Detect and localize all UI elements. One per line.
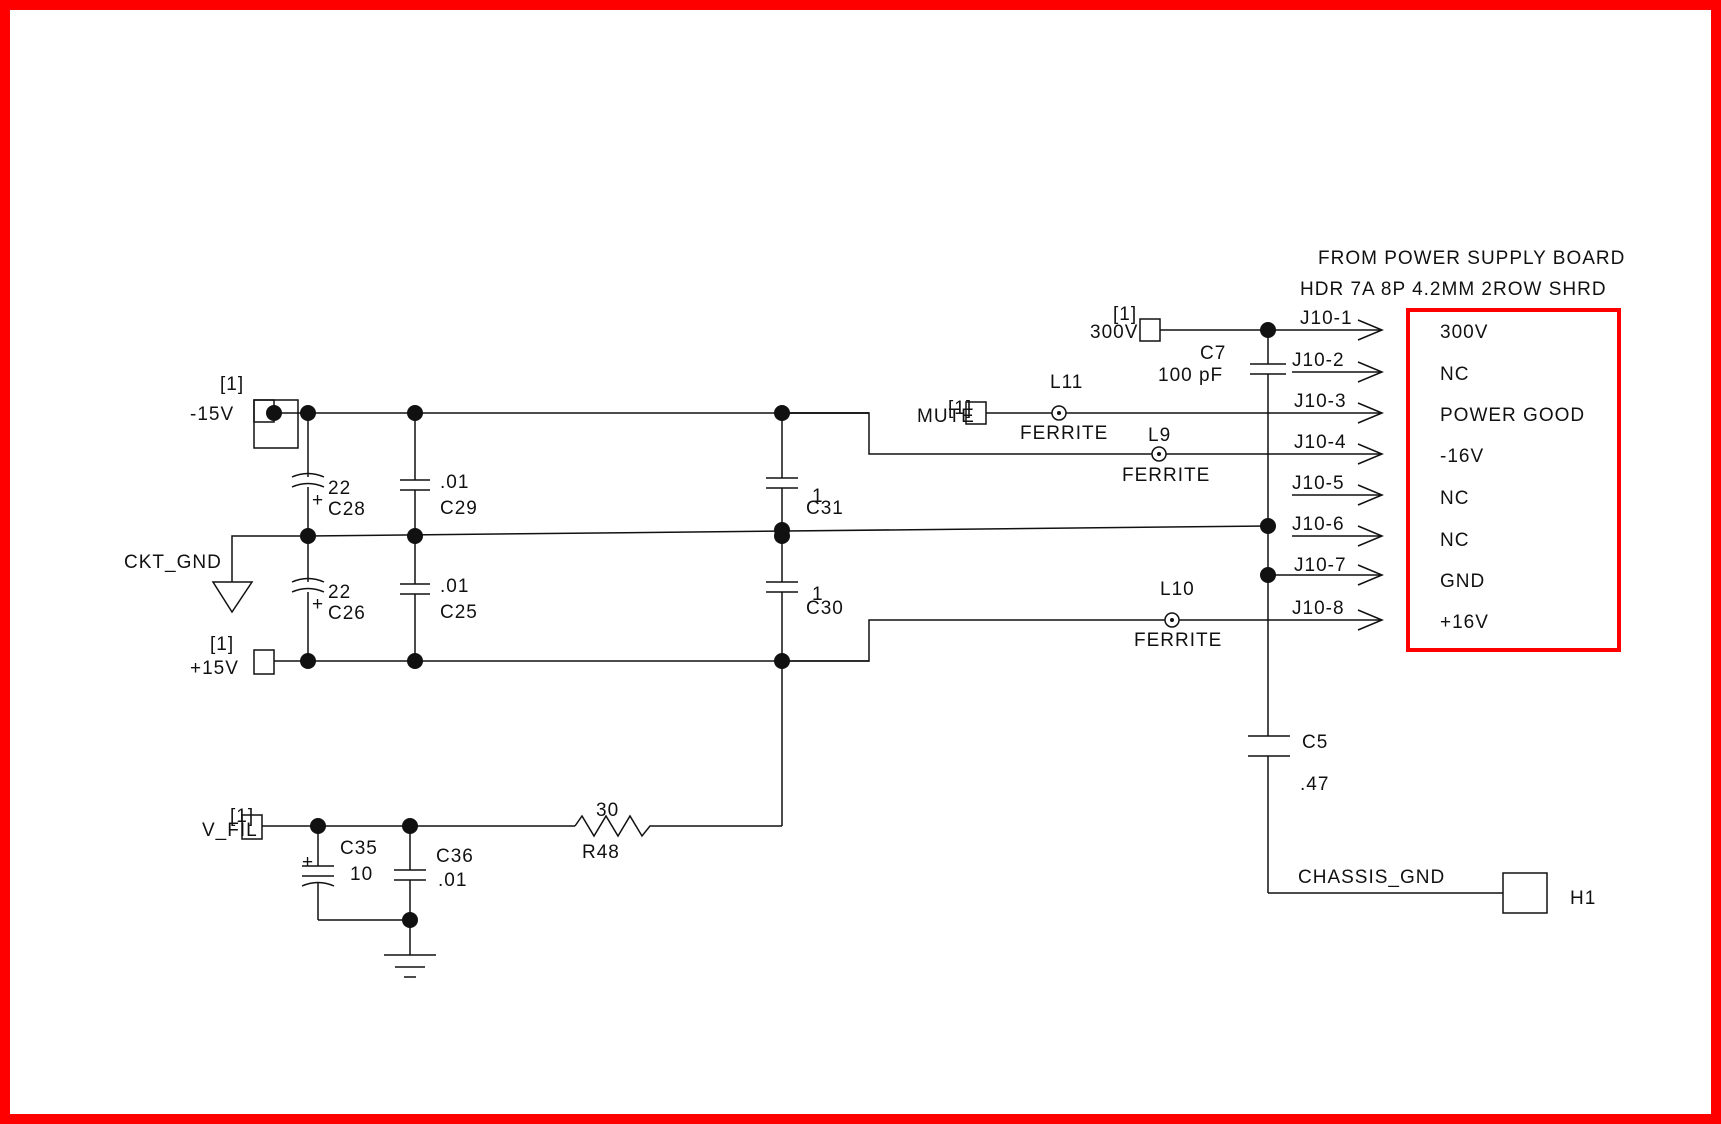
port-mute: [1] MUTE (917, 398, 1052, 427)
capacitor-c31: 1 C31 (766, 413, 844, 530)
capacitor-c30: 1 C30 (766, 536, 844, 826)
capacitor-c7: C7 100 pF (1158, 330, 1286, 528)
port-m15v-sheet: [1] (220, 374, 244, 395)
header-line-1: FROM POWER SUPPLY BOARD (1318, 248, 1625, 269)
pin-ref-8: J10-8 (1292, 598, 1345, 619)
pin-ref-6: J10-6 (1292, 514, 1345, 535)
l9-ref: L9 (1148, 425, 1171, 446)
pin-signal-3: POWER GOOD (1440, 405, 1585, 426)
port-vfil-label: V_FIL (202, 820, 258, 841)
c26-value: 22 (328, 582, 351, 603)
c30-value: 1 (812, 584, 824, 605)
c29-ref: C29 (440, 498, 478, 519)
rail-plus-15v: [1] +15V (190, 634, 869, 679)
c7-ref: C7 (1200, 343, 1226, 364)
c30-ref: C30 (806, 598, 844, 619)
c31-value: 1 (812, 486, 824, 507)
pin-signal-8: +16V (1440, 612, 1489, 633)
c35-polarity: + (302, 852, 314, 873)
port-p15v-label: +15V (190, 658, 239, 679)
pin-arrow-5 (1292, 484, 1384, 506)
pin-ref-7: J10-7 (1294, 555, 1347, 576)
port-mute-sheet: [1] (948, 398, 972, 419)
capacitor-c35: + C35 10 (301, 826, 378, 920)
chassis-gnd-label: CHASSIS_GND (1298, 867, 1445, 888)
r48-ref: R48 (582, 842, 620, 863)
pin-ref-1: J10-1 (1300, 308, 1353, 329)
ground-bus (307, 525, 1269, 736)
pin-signal-5: NC (1440, 488, 1469, 509)
c26-ref: C26 (328, 603, 366, 624)
pin-signal-6: NC (1440, 530, 1469, 551)
l11-ref: L11 (1050, 372, 1083, 393)
pin-signal-2: NC (1440, 364, 1469, 385)
port-mute-label: MUTE (917, 406, 975, 427)
c36-value: .01 (438, 870, 467, 891)
l11-value: FERRITE (1020, 423, 1108, 444)
c7-value: 100 pF (1158, 365, 1223, 386)
pin-ref-4: J10-4 (1294, 432, 1347, 453)
ckt-gnd-label: CKT_GND (124, 552, 222, 573)
port-vfil-sheet: [1] (230, 806, 254, 827)
earth-ground-symbol (384, 954, 436, 978)
c5-ref: C5 (1302, 732, 1328, 753)
port-300v: [1] 300V (1090, 304, 1268, 343)
port-300v-sheet: [1] (1113, 304, 1137, 325)
resistor-r48: 30 R48 (574, 800, 782, 863)
pin-arrow-8 (1292, 609, 1384, 631)
pin-arrow-1 (1268, 319, 1384, 341)
c31-ref: C31 (806, 498, 844, 519)
r48-value: 30 (596, 800, 619, 821)
pin-arrow-3 (1292, 402, 1384, 424)
c28-polarity: + (312, 490, 324, 511)
port-p15v-sheet: [1] (210, 634, 234, 655)
c35-value: 10 (350, 864, 373, 885)
h1-label: H1 (1570, 888, 1596, 909)
pin-ref-2: J10-2 (1292, 350, 1345, 371)
l10-ref: L10 (1160, 579, 1195, 600)
junction-dots (266, 322, 1276, 928)
connector-j10-highlight-box (1406, 308, 1621, 652)
capacitor-c5: C5 .47 (1248, 732, 1329, 893)
pin-arrow-4 (1292, 443, 1384, 465)
ferrite-l11: L11 FERRITE (1020, 372, 1292, 444)
l9-value: FERRITE (1122, 465, 1210, 486)
connector-j10-pins: J10-1 J10-2 J10-3 J10-4 J10-5 J10-6 J10-… (1268, 308, 1585, 633)
port-300v-label: 300V (1090, 322, 1138, 343)
header-line-2: HDR 7A 8P 4.2MM 2ROW SHRD (1300, 279, 1607, 300)
h1-mount-hole (1502, 872, 1548, 914)
pin-signal-1: 300V (1440, 322, 1488, 343)
pin-arrow-7 (1268, 564, 1384, 586)
ferrite-l10: L10 FERRITE (782, 579, 1292, 662)
c35-ref: C35 (340, 838, 378, 859)
pin-ref-5: J10-5 (1292, 473, 1345, 494)
chassis-ground: CHASSIS_GND H1 (1268, 867, 1596, 914)
pin-arrow-6 (1292, 525, 1384, 547)
pin-signal-4: -16V (1440, 446, 1484, 467)
c5-value: .47 (1300, 774, 1329, 795)
pin-ref-3: J10-3 (1294, 391, 1347, 412)
c28-ref: C28 (328, 499, 366, 520)
port-m15v-label: -15V (190, 404, 234, 425)
pin-signal-7: GND (1440, 571, 1485, 592)
c25-value: .01 (440, 576, 469, 597)
capacitor-c26: + 22 C26 (291, 536, 366, 661)
c28-value: 22 (328, 478, 351, 499)
l10-value: FERRITE (1134, 630, 1222, 651)
pin-arrow-2 (1292, 361, 1384, 383)
port-v-fil: [1] V_FIL (202, 806, 575, 841)
c29-value: .01 (440, 472, 469, 493)
c25-ref: C25 (440, 602, 478, 623)
capacitor-c25: .01 C25 (400, 536, 478, 661)
c36-ref: C36 (436, 846, 474, 867)
ckt-gnd-symbol: CKT_GND (124, 535, 308, 614)
rail-minus-15v: [1] -15V (190, 374, 869, 449)
capacitor-c28: + 22 C28 (291, 413, 366, 536)
c26-polarity: + (312, 594, 324, 615)
capacitor-c29: .01 C29 (400, 413, 478, 536)
